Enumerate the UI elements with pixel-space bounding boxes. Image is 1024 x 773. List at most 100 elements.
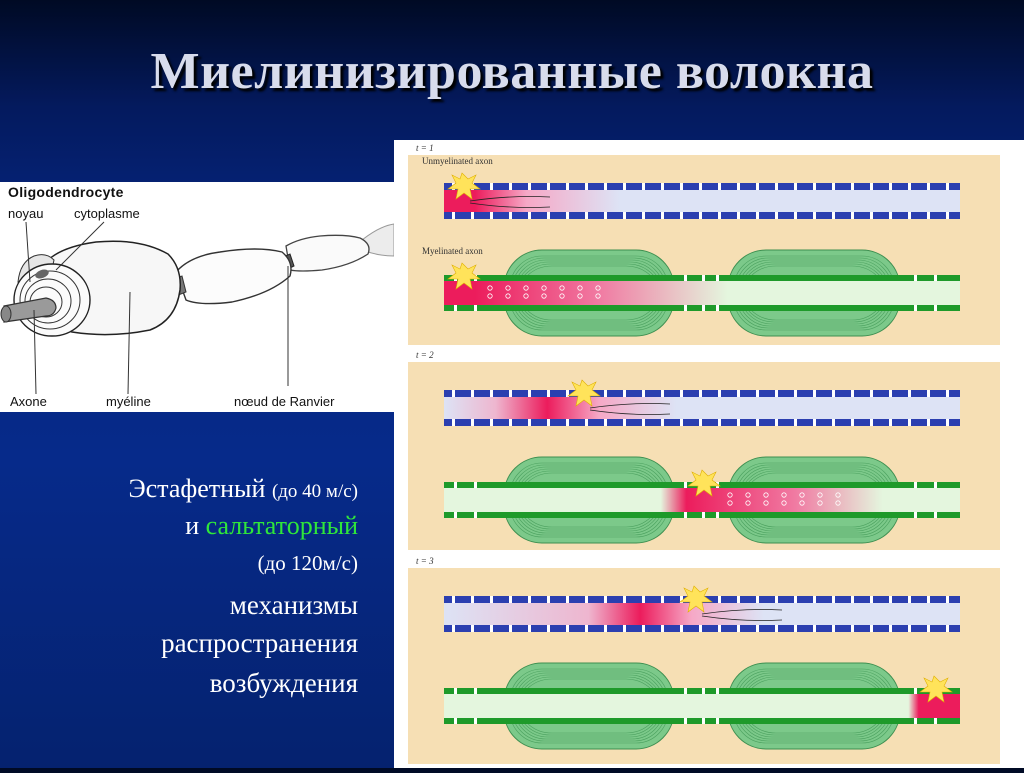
sodium-ion [595, 293, 601, 299]
ion-channel [832, 390, 835, 397]
caption-and: и [185, 511, 206, 540]
sodium-ion [817, 500, 823, 506]
ion-channel [908, 419, 911, 426]
oligodendrocyte-heading: Oligodendrocyte [8, 184, 124, 200]
sodium-ion [727, 492, 733, 498]
myelinated-axoplasm [444, 488, 960, 512]
ion-channel [566, 596, 569, 603]
sodium-ion [817, 492, 823, 498]
ion-channel [566, 212, 569, 219]
ion-channel [813, 183, 816, 190]
ion-channel [718, 625, 721, 632]
ion-channel [547, 183, 550, 190]
ion-channel [509, 212, 512, 219]
depolarization-burst [567, 379, 601, 407]
ion-channel [471, 212, 474, 219]
caption-line-propagation: распространения [161, 628, 358, 658]
sodium-ion [595, 285, 601, 291]
sodium-ion [835, 492, 841, 498]
sodium-ion [487, 285, 493, 291]
ion-channel [547, 625, 550, 632]
ion-channel [832, 625, 835, 632]
node-channel [934, 305, 937, 311]
current-arrow [589, 409, 671, 415]
ion-channel [851, 419, 854, 426]
ion-channel [566, 419, 569, 426]
time-label: t = 2 [416, 350, 434, 360]
ion-channel [775, 212, 778, 219]
ion-channel [870, 390, 873, 397]
node-channel [934, 275, 937, 281]
ion-channel [889, 390, 892, 397]
ion-channel [680, 625, 683, 632]
ion-channel [737, 183, 740, 190]
ion-channel [832, 596, 835, 603]
node-channel [684, 482, 687, 488]
depolarization-burst [447, 172, 481, 200]
ion-channel [794, 183, 797, 190]
node-channel [684, 275, 687, 281]
node-depolarization-burst [447, 262, 481, 290]
node-channel [684, 688, 687, 694]
ion-channel [490, 390, 493, 397]
ion-channel [889, 419, 892, 426]
ion-channel [908, 625, 911, 632]
sodium-ion [559, 285, 565, 291]
ion-channel [680, 390, 683, 397]
node-channel [934, 718, 937, 724]
ion-channel [756, 390, 759, 397]
ion-channel [794, 625, 797, 632]
ion-channel [604, 625, 607, 632]
node-channel [914, 688, 917, 694]
oligodendrocyte-figure: Oligodendrocyte noyau cytoplasme Axone m… [0, 182, 394, 412]
ion-channel [604, 390, 607, 397]
ion-channel [851, 625, 854, 632]
ion-channel [642, 183, 645, 190]
node-channel [716, 688, 719, 694]
ion-channel [642, 390, 645, 397]
unmyelinated-axon-label: Unmyelinated axon [422, 156, 493, 166]
ion-channel [870, 212, 873, 219]
ion-channel [813, 596, 816, 603]
axone-label: Axone [10, 394, 47, 409]
time-label: t = 3 [416, 556, 434, 566]
node-channel [454, 512, 457, 518]
node-channel [454, 305, 457, 311]
ion-channel [471, 596, 474, 603]
ion-channel [642, 419, 645, 426]
ion-channel [604, 419, 607, 426]
ion-channel [623, 419, 626, 426]
ion-channel [680, 183, 683, 190]
ion-channel [547, 390, 550, 397]
sodium-ion [799, 492, 805, 498]
slide-title: Миелинизированные волокна [150, 43, 874, 100]
node-channel [702, 688, 705, 694]
ion-channel [756, 625, 759, 632]
ion-channel [756, 596, 759, 603]
ion-channel [585, 625, 588, 632]
node-channel [684, 305, 687, 311]
ion-channel [452, 419, 455, 426]
ion-channel [528, 625, 531, 632]
ion-channel [813, 212, 816, 219]
ion-channel [927, 183, 930, 190]
node-channel [454, 482, 457, 488]
sodium-ion [487, 293, 493, 299]
caption-line-excitation: возбуждения [209, 668, 358, 698]
node-channel [702, 275, 705, 281]
ion-channel [756, 212, 759, 219]
myeline-label: myéline [106, 394, 151, 409]
ion-channel [737, 390, 740, 397]
ion-channel [927, 390, 930, 397]
node-channel [914, 482, 917, 488]
ion-channel [756, 419, 759, 426]
time-label: t = 1 [416, 143, 434, 153]
ion-channel [490, 419, 493, 426]
ion-channel [832, 212, 835, 219]
ion-channel [718, 419, 721, 426]
ion-channel [509, 419, 512, 426]
sodium-ion [799, 500, 805, 506]
ion-channel [585, 212, 588, 219]
node-channel [474, 305, 477, 311]
